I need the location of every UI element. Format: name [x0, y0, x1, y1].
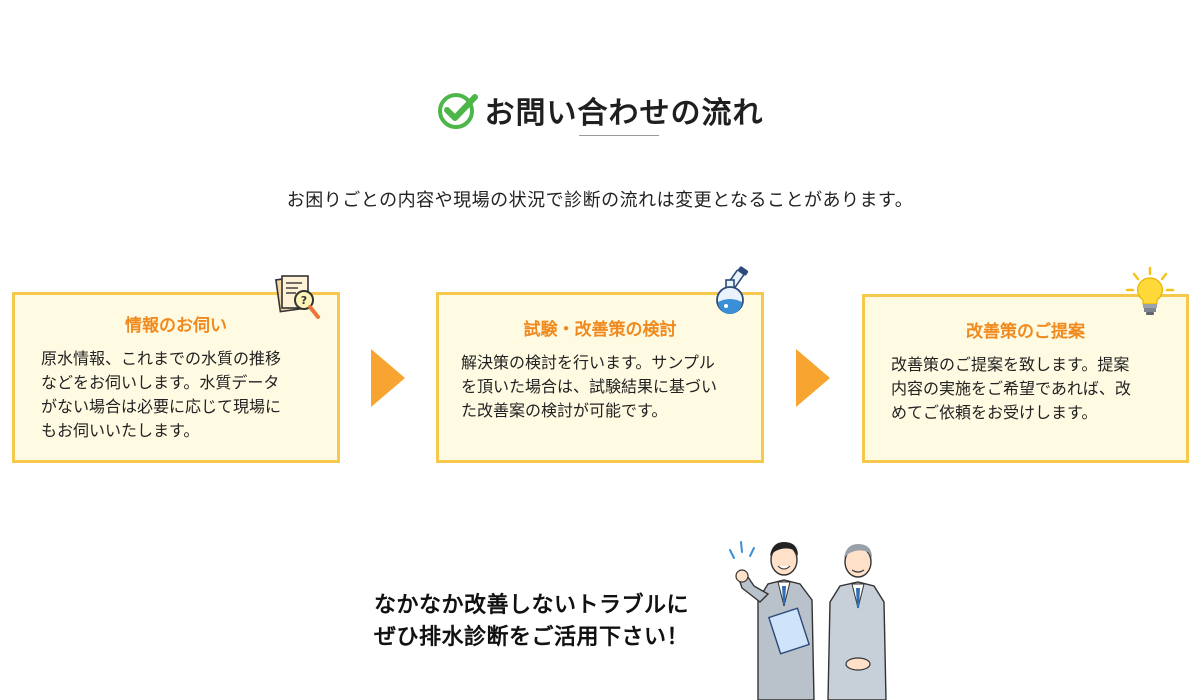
- step-line: などをお伺いします。水質データ: [41, 373, 280, 392]
- step-line: 改善策のご提案を致します。提案: [891, 355, 1130, 374]
- step-line: がない場合は必要に応じて現場に: [41, 397, 282, 416]
- step-description: 解決策の検討を行います。サンプル を頂いた場合は、試験結果に基づい た改善案の検…: [461, 351, 747, 423]
- title-underline: [578, 135, 659, 136]
- cta-message: なかなか改善しないトラブルに ぜひ排水診断をご活用下さい！: [374, 590, 689, 654]
- step-line: 内容の実施をご希望であれば、改: [891, 379, 1131, 398]
- lightbulb-icon: [1125, 266, 1175, 315]
- step-line: もお伺いいたします。: [41, 421, 200, 440]
- flask-icon: [716, 266, 749, 314]
- section-header: お問い合わせの流れ: [0, 88, 1200, 136]
- step-card-info: 情報のお伺い 原水情報、これまでの水質の推移 などをお伺いします。水質データ が…: [12, 292, 340, 463]
- document-magnifier-icon: ?: [274, 275, 320, 319]
- page-subtitle: お困りごとの内容や現場の状況で診断の流れは変更となることがあります。: [286, 190, 914, 211]
- svg-text:?: ?: [301, 294, 307, 307]
- cta-line: なかなか改善しないトラブルに: [374, 593, 690, 618]
- step-line: た改善案の検討が可能です。: [461, 401, 668, 420]
- step-arrow-icon: [796, 349, 830, 407]
- step-arrow-icon: [371, 349, 405, 407]
- step-line: 原水情報、これまでの水質の推移: [41, 349, 282, 368]
- step-title: 情報のお伺い: [125, 316, 227, 336]
- step-card-testing: 試験・改善策の検討 解決策の検討を行います。サンプル を頂いた場合は、試験結果に…: [436, 292, 764, 463]
- step-title: 改善策のご提案: [966, 322, 1085, 342]
- step-line: を頂いた場合は、試験結果に基づい: [461, 377, 718, 396]
- step-card-proposal: 改善策のご提案 改善策のご提案を致します。提案 内容の実施をご希望であれば、改 …: [862, 294, 1189, 463]
- step-description: 原水情報、これまでの水質の推移 などをお伺いします。水質データ がない場合は必要…: [41, 347, 323, 443]
- step-description: 改善策のご提案を致します。提案 内容の実施をご希望であれば、改 めてご依頼をお受…: [891, 353, 1172, 425]
- title-group: お問い合わせの流れ: [437, 88, 764, 136]
- step-title: 試験・改善策の検討: [523, 320, 677, 340]
- businessmen-illustration: [729, 541, 887, 700]
- step-line: 解決策の検討を行います。サンプル: [461, 353, 715, 372]
- cta-line: ぜひ排水診断をご活用下さい！: [374, 625, 690, 650]
- check-circle-icon: [437, 93, 478, 129]
- page-title: お問い合わせの流れ: [484, 96, 764, 131]
- step-line: めてご依頼をお受けします。: [891, 403, 1098, 422]
